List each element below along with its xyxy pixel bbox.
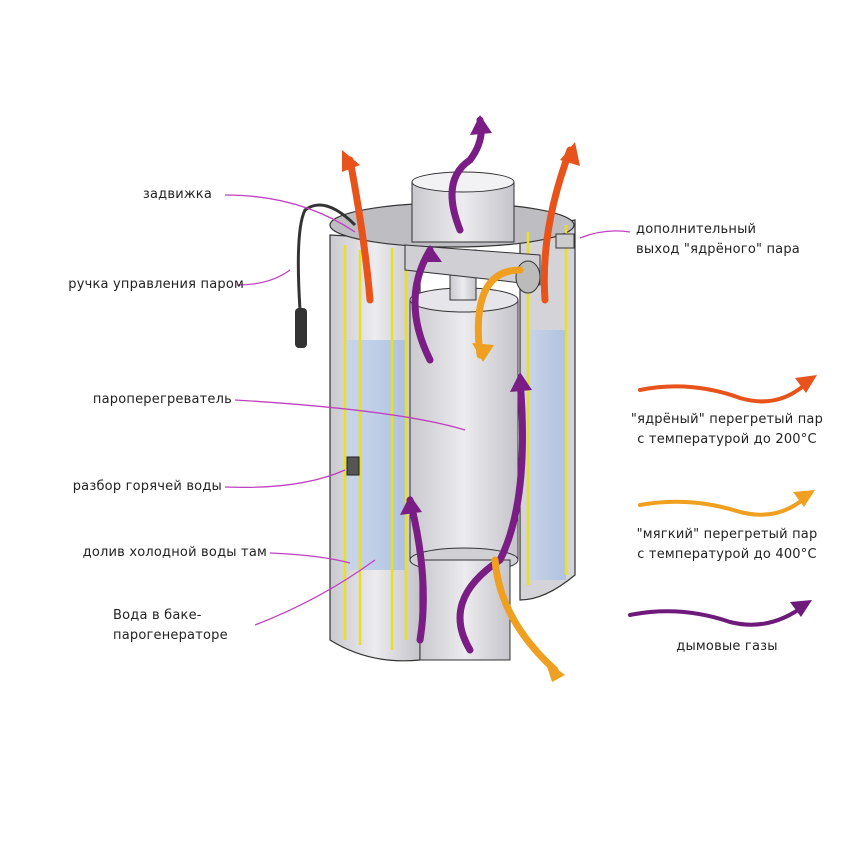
legend-arrows: [628, 375, 817, 627]
legend-strong-line1: "ядрёный" перегретый пар: [630, 412, 824, 427]
legend-arrow-soft-steam: [638, 493, 810, 517]
arrow-heads: [342, 115, 580, 682]
legend-soft-steam: "мягкий" перегретый пар с температурой д…: [612, 525, 842, 565]
label-valve: задвижка: [142, 187, 212, 202]
label-water-line1: Вода в баке-: [113, 608, 202, 623]
legend-arrow-smoke: [628, 603, 807, 627]
label-water-in-tank: Вода в баке- парогенераторе: [113, 606, 228, 646]
legend-strong-steam: "ядрёный" перегретый пар с температурой …: [612, 410, 842, 450]
label-extra-outlet-line1: дополнительный: [636, 222, 757, 237]
legend-strong-line2: с температурой до 200°C: [637, 432, 817, 447]
label-hot-water-outlet: разбор горячей воды: [72, 479, 222, 494]
hot-water-tap: [346, 456, 360, 476]
label-extra-outlet-line2: выход "ядрёного" пара: [636, 242, 800, 257]
legend-smoke: дымовые газы: [676, 639, 778, 654]
label-water-line2: парогенераторе: [113, 628, 228, 643]
chimney: [411, 171, 515, 243]
legend-arrow-strong-steam: [638, 378, 812, 404]
steam-control-handle: [296, 203, 357, 311]
label-steam-handle: ручка управления паром: [68, 277, 244, 292]
label-extra-outlet: дополнительный выход "ядрёного" пара: [636, 220, 800, 260]
extra-steam-outlet: [555, 233, 575, 249]
legend-soft-line2: с температурой до 400°C: [637, 547, 817, 562]
label-superheater: пароперегреватель: [92, 392, 232, 407]
label-cold-water-fill: долив холодной воды там: [82, 545, 267, 560]
label-pointers: [224, 194, 631, 626]
legend-soft-line1: "мягкий" перегретый пар: [636, 527, 818, 542]
flow-arrows: [346, 116, 574, 674]
superheater-cylinder: [404, 244, 541, 661]
